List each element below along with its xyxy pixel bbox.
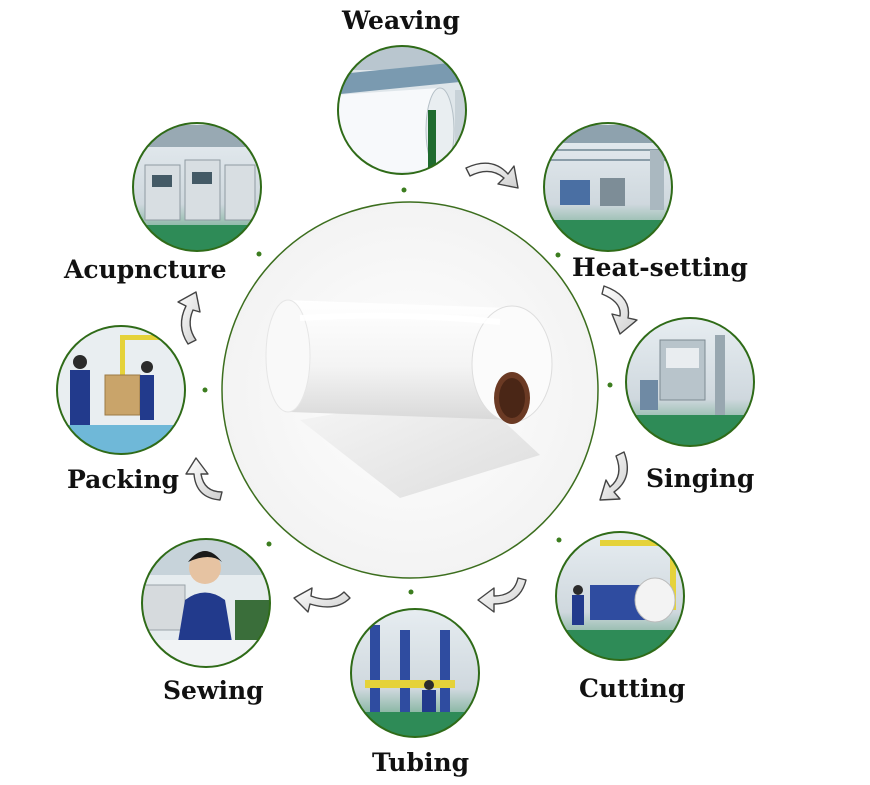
curved-arrow-icon (601, 285, 638, 335)
stage-photo-heat-setting (543, 122, 673, 252)
stage-label-weaving: Weaving (342, 6, 460, 35)
curved-arrow-icon (465, 162, 519, 189)
stage-label-sewing: Sewing (163, 676, 264, 705)
stage-photo-packing (56, 325, 186, 455)
curved-arrow-icon (177, 291, 201, 345)
stage-label-singing: Singing (646, 464, 755, 493)
stage-photo-singing (625, 317, 755, 447)
stage-photo-sewing (141, 538, 271, 668)
stage-photo-cutting (555, 531, 685, 661)
product-roll (265, 299, 553, 498)
stage-label-tubing: Tubing (372, 748, 470, 777)
curved-arrow-icon (293, 587, 351, 613)
curved-arrow-icon (477, 577, 527, 613)
stage-label-packing: Packing (67, 465, 180, 494)
stage-label-heat-setting: Heat-setting (572, 253, 748, 282)
curved-arrow-icon (185, 457, 223, 501)
stage-label-cutting: Cutting (579, 674, 686, 703)
stage-label-acupuncture: Acupncture (64, 255, 227, 284)
stage-photo-weaving (337, 45, 467, 175)
curved-arrow-icon (599, 451, 628, 501)
connector-dots (202, 187, 613, 595)
stage-photo-tubing (350, 608, 480, 738)
stage-photo-acupuncture (132, 122, 262, 252)
